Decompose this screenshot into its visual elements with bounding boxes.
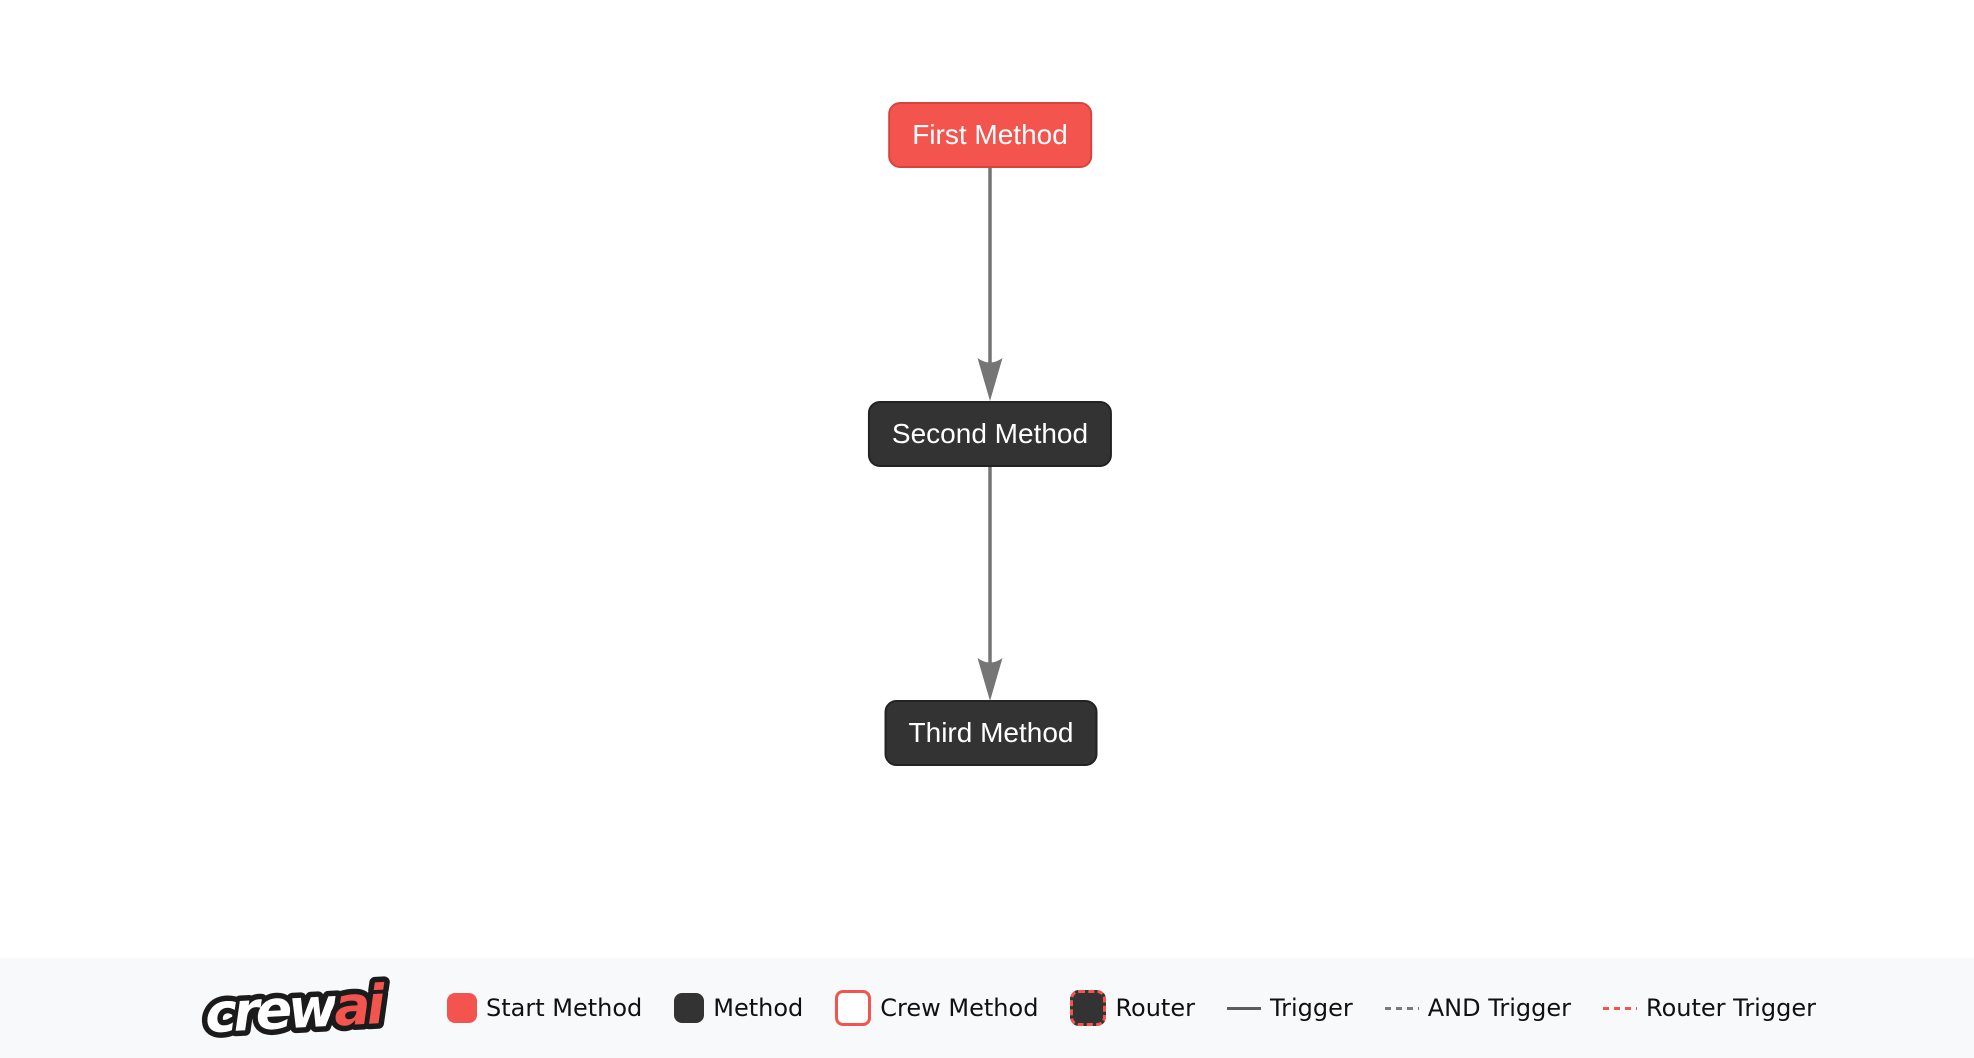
legend-label: Router Trigger bbox=[1646, 994, 1816, 1022]
legend-item-router: Router bbox=[1070, 990, 1195, 1026]
legend-label: Router bbox=[1115, 994, 1195, 1022]
legend-label: AND Trigger bbox=[1427, 994, 1572, 1022]
legend-item-method: Method bbox=[674, 993, 803, 1023]
edges-layer bbox=[977, 167, 1003, 701]
arrowhead-icon bbox=[977, 358, 1003, 401]
flow-canvas[interactable]: First Method Second Method Third Method bbox=[0, 0, 1974, 958]
legend-item-router-trigger: Router Trigger bbox=[1603, 994, 1816, 1022]
legend-item-and-trigger: AND Trigger bbox=[1384, 994, 1572, 1022]
legend-item-start-method: Start Method bbox=[447, 993, 642, 1023]
router-trigger-line-icon bbox=[1603, 1006, 1638, 1010]
method-swatch-icon bbox=[674, 993, 705, 1023]
legend-item-trigger: Trigger bbox=[1226, 994, 1353, 1022]
and-trigger-line-icon bbox=[1384, 1006, 1419, 1010]
node-third-method[interactable]: Third Method bbox=[884, 700, 1098, 766]
node-first-method[interactable]: First Method bbox=[888, 102, 1092, 168]
trigger-line-icon bbox=[1226, 1006, 1261, 1010]
logo-text-crew: crew bbox=[203, 975, 340, 1045]
logo-text-ai: ai bbox=[332, 973, 388, 1039]
legend-label: Method bbox=[713, 994, 804, 1022]
router-swatch-icon bbox=[1070, 990, 1107, 1026]
legend-label: Trigger bbox=[1269, 994, 1353, 1022]
legend-label: Crew Method bbox=[880, 994, 1039, 1022]
start-method-swatch-icon bbox=[447, 993, 477, 1023]
node-second-method[interactable]: Second Method bbox=[867, 401, 1113, 467]
svg-text:crewai: crewai bbox=[203, 973, 388, 1045]
legend-label: Start Method bbox=[486, 994, 643, 1022]
crewai-logo: crewai bbox=[199, 971, 394, 1045]
legend-item-crew-method: Crew Method bbox=[835, 990, 1038, 1026]
crew-method-swatch-icon bbox=[835, 990, 872, 1026]
arrowhead-icon bbox=[977, 658, 1003, 701]
legend-bar: crewai Start Method Method Crew Method R… bbox=[0, 958, 1974, 1058]
